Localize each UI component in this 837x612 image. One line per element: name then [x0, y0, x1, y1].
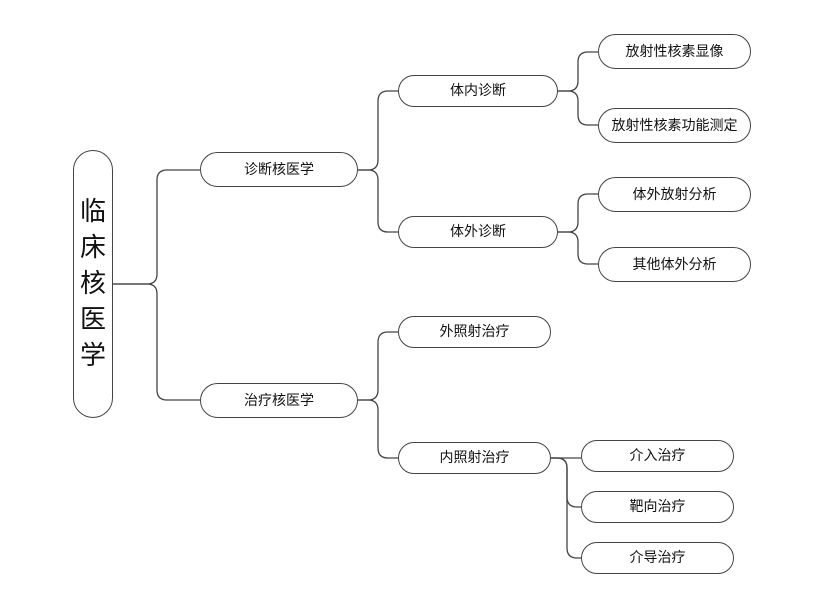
- root-char-3: 核: [79, 269, 106, 299]
- root-char-4: 医: [79, 305, 106, 335]
- root-char-1: 临: [79, 197, 106, 227]
- connector-internal-to-targeted: [551, 457, 581, 508]
- connector-diagnosis-to-invivo: [358, 90, 398, 171]
- node-in-vitro-diagnosis: 体外诊断: [398, 216, 558, 248]
- leaf-mediated-therapy: 介导治疗: [581, 542, 734, 574]
- connector-internal-to-mediated: [551, 457, 581, 559]
- connector-invivo-to-imaging: [558, 51, 598, 92]
- leaf-other-in-vitro-analysis: 其他体外分析: [598, 247, 751, 282]
- connector-invitro-to-other: [558, 231, 598, 265]
- node-diagnostic-nuclear-medicine: 诊断核医学: [200, 152, 358, 187]
- node-external-irradiation-therapy: 外照射治疗: [398, 316, 551, 348]
- node-therapeutic-nuclear-medicine: 治疗核医学: [200, 383, 358, 418]
- root-node: 临 床 核 医 学: [73, 150, 113, 418]
- connector-root-to-therapy: [113, 283, 200, 401]
- connector-invivo-to-function: [558, 90, 598, 126]
- connector-root-to-diagnosis: [113, 169, 200, 285]
- leaf-in-vitro-radioassay: 体外放射分析: [598, 177, 751, 212]
- node-internal-irradiation-therapy: 内照射治疗: [398, 442, 551, 474]
- leaf-interventional-therapy: 介入治疗: [581, 440, 734, 472]
- leaf-radionuclide-imaging: 放射性核素显像: [598, 34, 751, 69]
- node-in-vivo-diagnosis: 体内诊断: [398, 75, 558, 107]
- connector-invitro-to-radioassay: [558, 193, 598, 233]
- connector-therapy-to-external: [358, 331, 398, 401]
- connector-therapy-to-internal: [358, 399, 398, 459]
- connector-diagnosis-to-invitro: [358, 169, 398, 233]
- leaf-targeted-therapy: 靶向治疗: [581, 491, 734, 523]
- leaf-radionuclide-function-test: 放射性核素功能测定: [598, 108, 751, 143]
- root-char-5: 学: [79, 341, 106, 371]
- root-char-2: 床: [79, 233, 106, 263]
